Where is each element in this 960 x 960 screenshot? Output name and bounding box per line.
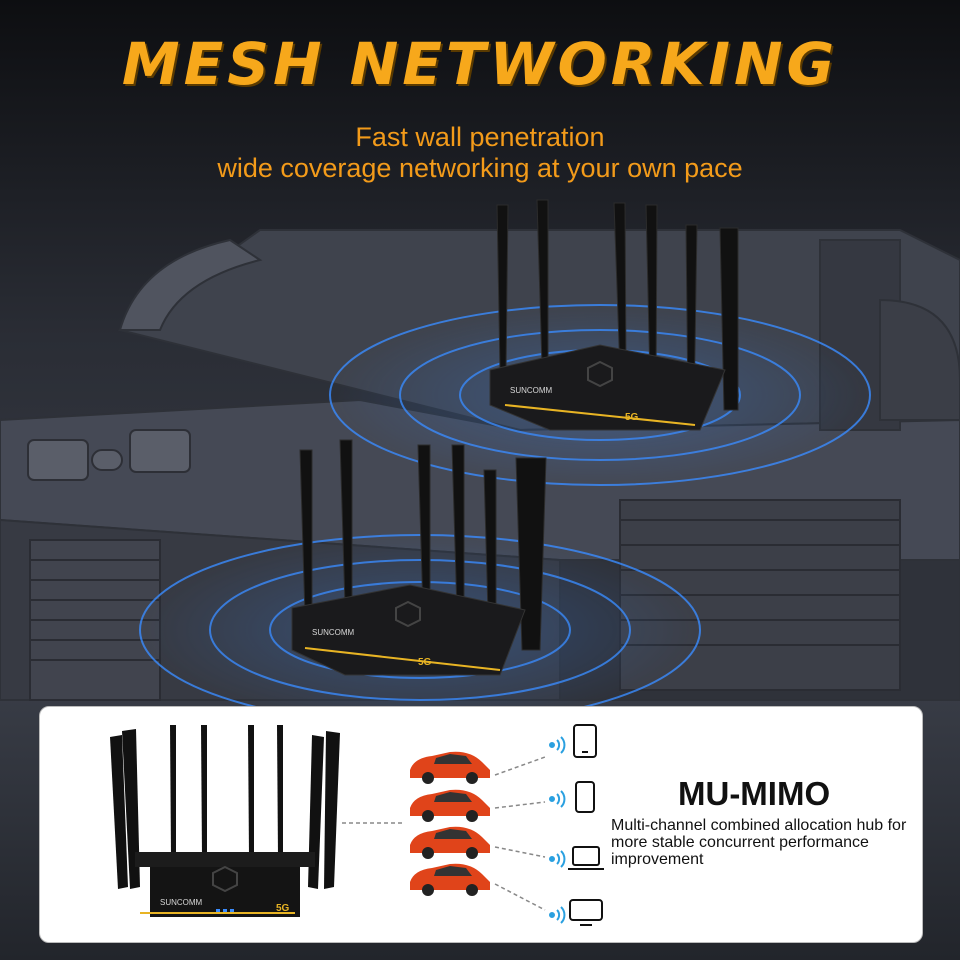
mu-mimo-panel: SUNCOMM 5G (39, 706, 923, 943)
monitor-icon (569, 899, 603, 926)
router-lower (291, 439, 547, 676)
tablet-icon (573, 724, 597, 758)
wifi-signals (549, 736, 566, 924)
router-lower-badge: 5G (418, 657, 432, 668)
car-1 (410, 751, 490, 784)
subtitle-line-1: Fast wall penetration (355, 122, 605, 152)
car-3 (410, 826, 490, 859)
car-4 (410, 863, 490, 896)
subtitle-line-2: wide coverage networking at your own pac… (217, 153, 743, 183)
router-upper-badge: 5G (625, 412, 639, 423)
router-panel-badge: 5G (276, 903, 290, 914)
laptop-icon (568, 846, 604, 870)
mu-mimo-illustration: SUNCOMM 5G (110, 724, 604, 926)
headline: MESH NETWORKING (121, 30, 839, 98)
mu-mimo-title: MU-MIMO (678, 775, 831, 812)
mu-mimo-description: Multi-channel combined allocation hub fo… (611, 817, 907, 868)
signal-links (494, 756, 546, 911)
router-upper (489, 199, 739, 431)
car-2 (410, 789, 490, 822)
router-panel-brand: SUNCOMM (160, 898, 203, 907)
phone-icon (575, 781, 595, 813)
router-lower-brand: SUNCOMM (312, 628, 355, 637)
router-panel (110, 725, 340, 917)
sofa (27, 429, 191, 481)
router-upper-brand: SUNCOMM (510, 386, 553, 395)
